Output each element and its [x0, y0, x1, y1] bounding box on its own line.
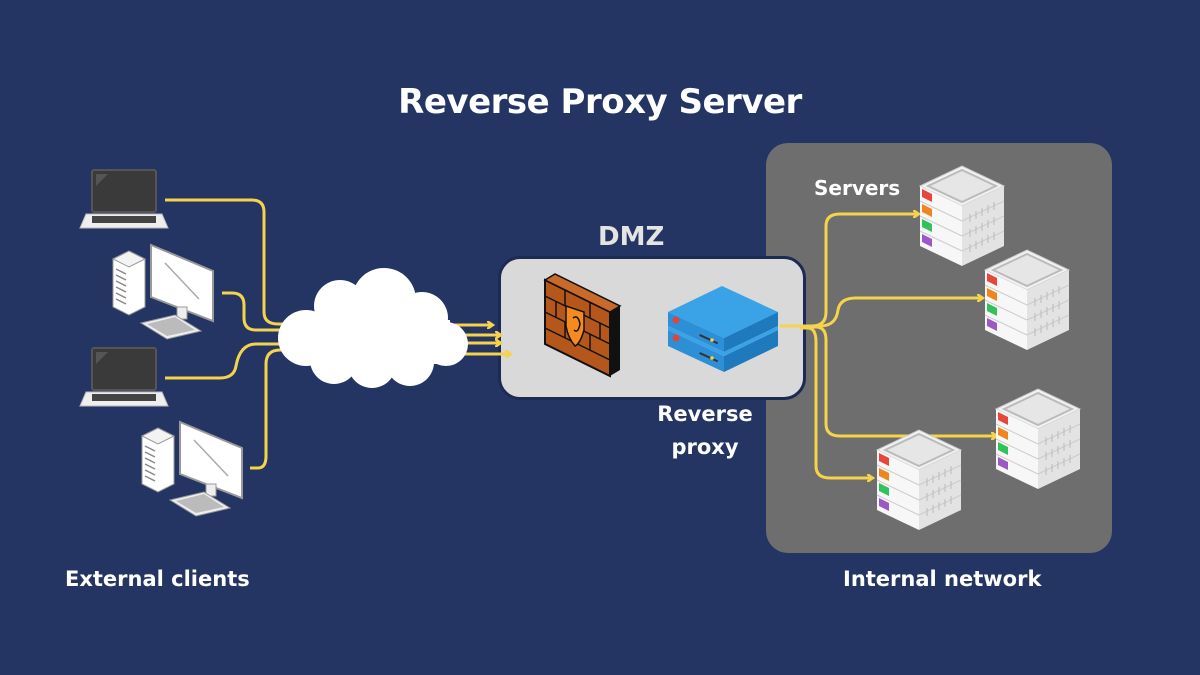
internal-network-label: Internal network: [843, 567, 1042, 591]
external-clients-label: External clients: [65, 567, 250, 591]
connector-server-4: [800, 326, 872, 478]
reverse-proxy-label: Reverse proxy: [655, 398, 755, 464]
reverse-proxy-label-line1: Reverse: [657, 402, 753, 426]
diagram-title: Reverse Proxy Server: [398, 82, 802, 122]
connector-laptop-2: [165, 342, 290, 380]
desktop-computer-icon: [112, 244, 214, 340]
connector-laptop-1: [165, 198, 290, 326]
firewall-icon: [543, 273, 622, 378]
server-rack-icon: [995, 388, 1081, 490]
laptop-icon: [79, 169, 169, 229]
server-rack-icon: [984, 249, 1070, 351]
dmz-label: DMZ: [598, 222, 665, 252]
laptop-icon: [79, 347, 169, 407]
connector-server-2: [800, 298, 982, 328]
desktop-computer-icon: [141, 421, 243, 517]
connector-desktop-1: [222, 291, 290, 332]
proxy-to-server-connectors: [780, 214, 996, 478]
servers-label: Servers: [814, 176, 901, 200]
cloud-icon: [278, 268, 468, 388]
server-rack-icon: [876, 429, 962, 531]
proxy-server-icon: [668, 286, 778, 372]
connector-desktop-2: [250, 348, 290, 470]
client-connectors: [165, 198, 290, 470]
reverse-proxy-label-line2: proxy: [671, 435, 739, 459]
connector-server-1: [780, 214, 918, 328]
server-rack-icon: [919, 165, 1005, 267]
connector-server-3: [800, 325, 996, 436]
